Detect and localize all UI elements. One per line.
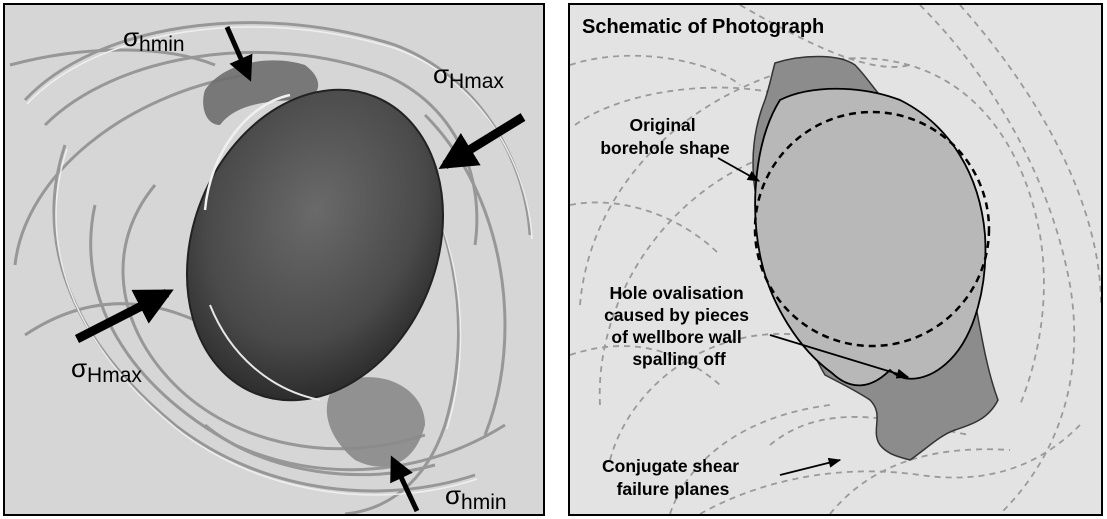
schematic-title: Schematic of Photograph — [582, 16, 824, 38]
schematic-panel: Schematic of Photograph Original borehol… — [568, 3, 1103, 516]
borehole-photograph-panel: σhmin σHmax σHmax σhmin — [3, 3, 545, 516]
borehole-photograph: σhmin σHmax σHmax σhmin — [5, 5, 543, 514]
schematic-diagram: Schematic of Photograph Original borehol… — [570, 5, 1101, 514]
